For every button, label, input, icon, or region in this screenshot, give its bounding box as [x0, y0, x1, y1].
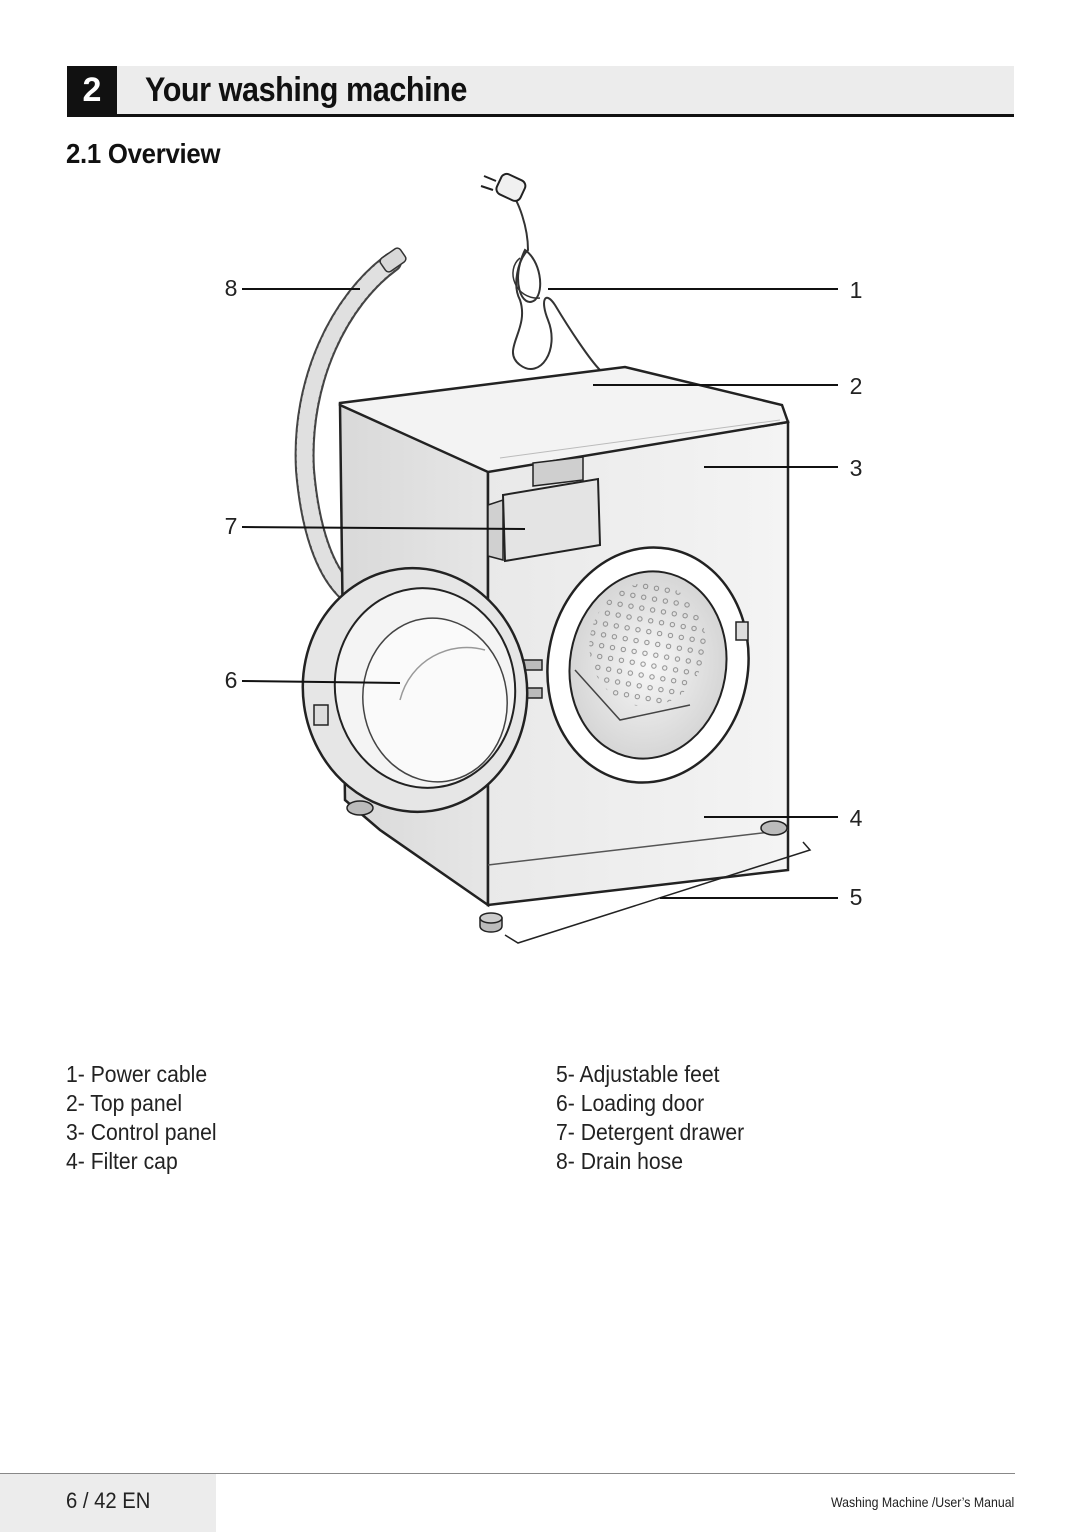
legend-item: 7- Detergent drawer [556, 1119, 745, 1145]
legend-item: 4- Filter cap [66, 1148, 178, 1174]
callout-2: 2 [849, 373, 863, 399]
legend-item: 8- Drain hose [556, 1148, 684, 1174]
legend-left: 1- Power cable 2- Top panel 3- Control p… [66, 1060, 230, 1176]
callout-1: 1 [849, 277, 863, 303]
legend-item: 1- Power cable [66, 1061, 208, 1087]
legend-item: 6- Loading door [556, 1090, 705, 1116]
top-panel [338, 365, 790, 474]
callout-4: 4 [849, 805, 863, 831]
chapter-title: Your washing machine [145, 71, 468, 109]
chapter-header: 2 Your washing machine [67, 66, 1014, 117]
legend-right: 5- Adjustable feet 6- Loading door 7- De… [556, 1060, 761, 1176]
section-title: 2.1 Overview [66, 138, 221, 169]
callout-6: 6 [224, 667, 238, 693]
page-number: 6 / 42 EN [66, 1488, 151, 1513]
legend-item: 5- Adjustable feet [556, 1061, 720, 1087]
callout-5: 5 [849, 884, 863, 910]
detergent-drawer [487, 456, 602, 563]
footer-page-box [0, 1474, 216, 1532]
legend-item: 2- Top panel [66, 1090, 183, 1116]
callout-7: 7 [224, 513, 238, 539]
adjustable-feet [346, 800, 812, 944]
footer-divider [0, 1473, 1015, 1474]
washing-machine-illustration [241, 172, 838, 944]
drain-hose [294, 247, 407, 600]
legend-item: 3- Control panel [66, 1119, 217, 1145]
callout-8: 8 [224, 275, 238, 301]
loading-door [301, 566, 529, 814]
drum-opening [546, 546, 750, 784]
document-title: Washing Machine /User’s Manual [830, 1494, 1014, 1510]
callout-leader-lines [241, 288, 838, 899]
washing-machine-diagram: 8 7 6 1 2 3 4 5 [0, 160, 1080, 960]
power-cable [480, 172, 601, 371]
chapter-number: 2 [67, 66, 117, 114]
callout-3: 3 [849, 455, 863, 481]
